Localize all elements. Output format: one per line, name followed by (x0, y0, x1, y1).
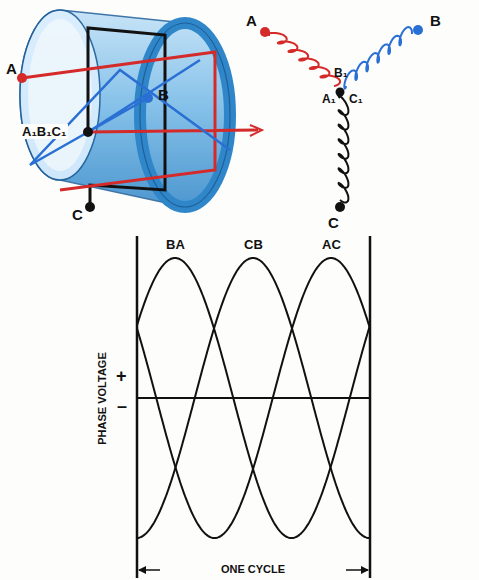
coil-symbol (344, 27, 412, 89)
terminal-label: A₁ (320, 92, 338, 106)
wave-label: BA (164, 237, 187, 252)
terminal-dot (260, 27, 270, 37)
terminal-label: C (326, 214, 341, 231)
chart-frame (137, 236, 370, 578)
coil-b (30, 60, 230, 165)
sine-wave (137, 258, 370, 538)
wave-label: AC (320, 237, 343, 252)
terminal-dot (85, 202, 95, 212)
neutral-label: A₁B₁C₁ (20, 124, 68, 139)
wave-label: CB (242, 237, 265, 252)
neutral-dot (336, 88, 345, 97)
terminal-label: C (70, 206, 85, 223)
polarity-sign: + (114, 366, 129, 386)
terminal-label: C₁ (347, 92, 365, 106)
polarity-sign: – (115, 396, 129, 416)
coil-a (22, 52, 262, 190)
coil-symbol (339, 96, 349, 203)
terminal-dot (143, 93, 153, 103)
terminal-dot (335, 202, 345, 212)
wye-schematic (267, 27, 412, 202)
axis-label: PHASE VOLTAGE (96, 350, 109, 447)
sine-wave (137, 258, 370, 538)
terminal-label: A (4, 60, 19, 77)
terminal-dot (17, 73, 27, 83)
terminal-label: A (244, 12, 259, 29)
terminal-dot (413, 25, 423, 35)
neutral-dot (83, 127, 93, 137)
terminal-label: B₁ (332, 66, 350, 80)
dimension-label: ONE CYCLE (219, 563, 287, 576)
coil-symbol (267, 33, 340, 86)
terminal-label: B (428, 12, 443, 29)
stator-cylinder (20, 10, 230, 207)
phase-waves (137, 258, 370, 538)
sine-wave (137, 258, 370, 538)
terminal-label: B (156, 86, 171, 103)
